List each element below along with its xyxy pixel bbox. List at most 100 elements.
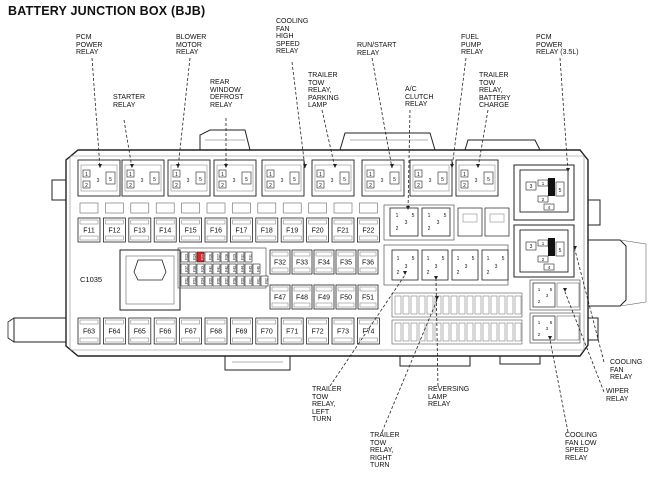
leader-line bbox=[381, 299, 438, 433]
fuse-f48: F48 bbox=[291, 284, 313, 310]
mini-fuse-label: F41 bbox=[217, 266, 221, 272]
fuse-f71: F71 bbox=[280, 317, 304, 345]
mini-fuse-label: F54 bbox=[201, 278, 205, 284]
fuse-slot bbox=[402, 295, 410, 315]
fuse-holder-top bbox=[155, 202, 175, 214]
fuse-f50: F50 bbox=[335, 284, 357, 310]
mini-fuse-f58: F58 bbox=[228, 275, 237, 287]
leader-arrow bbox=[548, 336, 552, 340]
fuse-label: F17 bbox=[235, 228, 247, 235]
fuse-label: F66 bbox=[159, 329, 171, 336]
fuse-slot bbox=[474, 295, 482, 315]
mini-fuse-f31: F31 bbox=[244, 251, 253, 263]
label-trailer-tow-right-turn: TRAILER TOW RELAY, RIGHT TURN bbox=[370, 432, 400, 470]
fuse-f67: F67 bbox=[179, 317, 203, 345]
mini-fuse-f60: F60 bbox=[244, 275, 253, 287]
leader-arrow bbox=[333, 164, 337, 168]
mini-fuse-label: F58 bbox=[233, 278, 237, 284]
label-cooling-fan-relay: COOLING FAN RELAY bbox=[610, 359, 643, 382]
relay-pin: 3 bbox=[437, 220, 440, 226]
mini-fuse-f37: F37 bbox=[180, 263, 189, 275]
fuse-f19: F19 bbox=[280, 217, 304, 243]
fuse-f73: F73 bbox=[331, 317, 355, 345]
relay-pin: 5 bbox=[343, 177, 346, 183]
relay-pin: 4 bbox=[548, 265, 551, 270]
fuse-label: F20 bbox=[312, 228, 324, 235]
relay-pin: 5 bbox=[472, 256, 475, 262]
mini-fuse-label: F26 bbox=[209, 254, 213, 260]
relay-pin: 2 bbox=[538, 332, 541, 337]
fuse-slot bbox=[506, 295, 514, 315]
fuse-label: F11 bbox=[83, 228, 95, 235]
label-starter-relay: STARTER RELAY bbox=[113, 94, 146, 109]
label-pcm-power-relay: PCM POWER RELAY bbox=[76, 34, 103, 57]
leader-line bbox=[559, 57, 569, 173]
mini-fuse-f25: F25 bbox=[196, 251, 205, 263]
fuse-slot bbox=[490, 295, 498, 315]
fuse-label: F16 bbox=[210, 228, 222, 235]
label-cooling-fan-high-speed-relay: COOLING FAN HIGH SPEED RELAY bbox=[276, 18, 309, 56]
mini-fuse-f40: F40 bbox=[204, 263, 213, 275]
fuse-holder-top bbox=[130, 202, 150, 214]
mini-fuse-label: F30 bbox=[241, 254, 245, 260]
mini-fuse-f56: F56 bbox=[212, 275, 221, 287]
small-relay bbox=[457, 207, 483, 237]
relay-pin: 1 bbox=[487, 256, 490, 262]
relay-pin: 1 bbox=[427, 256, 430, 262]
fuse-f69: F69 bbox=[229, 317, 253, 345]
fuse-f72: F72 bbox=[306, 317, 330, 345]
relay-pin: 5 bbox=[412, 256, 415, 262]
mini-fuse-label: F40 bbox=[209, 266, 213, 272]
mini-fuse-f45: F45 bbox=[244, 263, 253, 275]
leader-line bbox=[451, 57, 467, 169]
fuse-slot bbox=[426, 295, 434, 315]
leader-arrow bbox=[450, 164, 454, 168]
relay-pin: 5 bbox=[293, 177, 296, 183]
fuse-holder-top bbox=[257, 202, 277, 214]
fuse-label: F74 bbox=[362, 329, 374, 336]
mini-fuse-label: F24 bbox=[193, 254, 197, 260]
leader-arrow bbox=[390, 164, 394, 168]
relay-pin: 2 bbox=[457, 270, 460, 276]
fuse-slot bbox=[474, 322, 482, 342]
mini-fuse-label: F25 bbox=[201, 254, 205, 260]
mini-fuse-label: F43 bbox=[233, 266, 237, 272]
relay-pin: 3 bbox=[187, 178, 190, 184]
mini-fuse-label: F57 bbox=[225, 278, 229, 284]
fuse-f18: F18 bbox=[255, 217, 279, 243]
mini-fuse-label: F27 bbox=[217, 254, 221, 260]
fuse-holder-top bbox=[79, 202, 99, 214]
mini-fuse-f57: F57 bbox=[220, 275, 229, 287]
leader-line bbox=[329, 274, 406, 387]
mini-fuse-f23: F23 bbox=[180, 251, 189, 263]
mini-fuse-label: F23 bbox=[185, 254, 189, 260]
relay-pin: 3 bbox=[546, 293, 549, 298]
small-relay bbox=[484, 207, 510, 237]
leader-arrow bbox=[406, 206, 410, 210]
fuse-slot bbox=[410, 295, 418, 315]
fuse-slot bbox=[418, 295, 426, 315]
relay-pin: 5 bbox=[487, 177, 490, 183]
relay-pin: 3 bbox=[233, 178, 236, 184]
fuse-slot bbox=[482, 322, 490, 342]
fuse-label: F50 bbox=[340, 295, 352, 302]
relay-pin: 1 bbox=[269, 172, 272, 178]
relay-pin: 5 bbox=[199, 177, 202, 183]
leader-arrow bbox=[130, 164, 134, 168]
leader-line bbox=[371, 57, 393, 169]
mini-fuse-f46: F46 bbox=[252, 263, 261, 275]
mini-fuse-f27: F27 bbox=[212, 251, 221, 263]
fuse-label: F69 bbox=[235, 329, 247, 336]
fuse-slot bbox=[450, 322, 458, 342]
fuse-f17: F17 bbox=[229, 217, 253, 243]
fuse-label: F18 bbox=[261, 228, 273, 235]
fuse-slot bbox=[498, 295, 506, 315]
fuse-label: F65 bbox=[134, 329, 146, 336]
label-wiper-relay: WIPER RELAY bbox=[606, 388, 629, 403]
relay-pin: 3 bbox=[429, 178, 432, 184]
relay-pin: 1 bbox=[129, 172, 132, 178]
